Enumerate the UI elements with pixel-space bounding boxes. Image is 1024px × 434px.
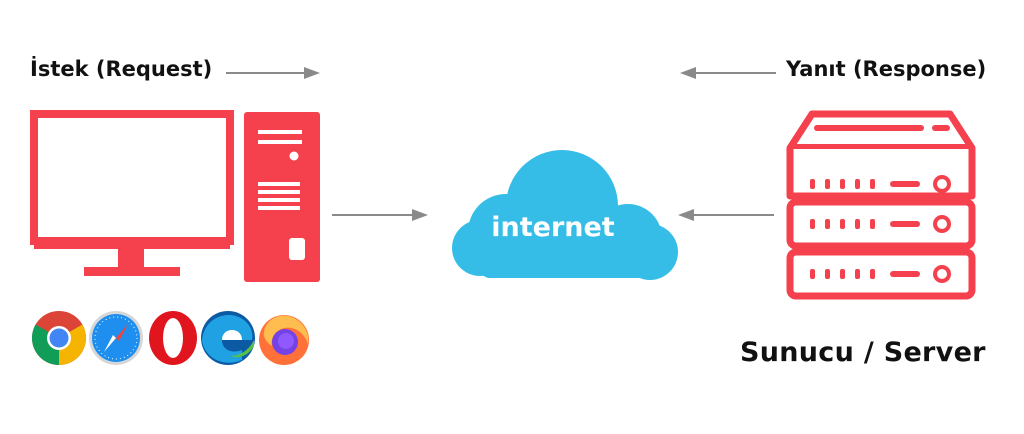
response-arrow-icon [680,67,776,79]
firefox-icon [259,315,309,365]
safari-icon [89,311,143,365]
request-arrow-icon [226,67,320,79]
request-label: İstek (Request) [30,57,213,81]
server-label: Sunucu / Server [740,337,986,368]
edge-icon [201,311,255,365]
client-to-internet-arrow-icon [332,209,428,221]
monitor-icon [30,110,234,276]
response-label: Yanıt (Response) [786,57,987,81]
server-icon [786,110,976,300]
internet-label: internet [491,212,615,243]
computer-tower-icon [244,112,320,282]
internet-cloud-icon [452,150,678,280]
opera-icon [149,311,197,365]
server-to-internet-arrow-icon [678,209,774,221]
chrome-icon [31,311,87,365]
